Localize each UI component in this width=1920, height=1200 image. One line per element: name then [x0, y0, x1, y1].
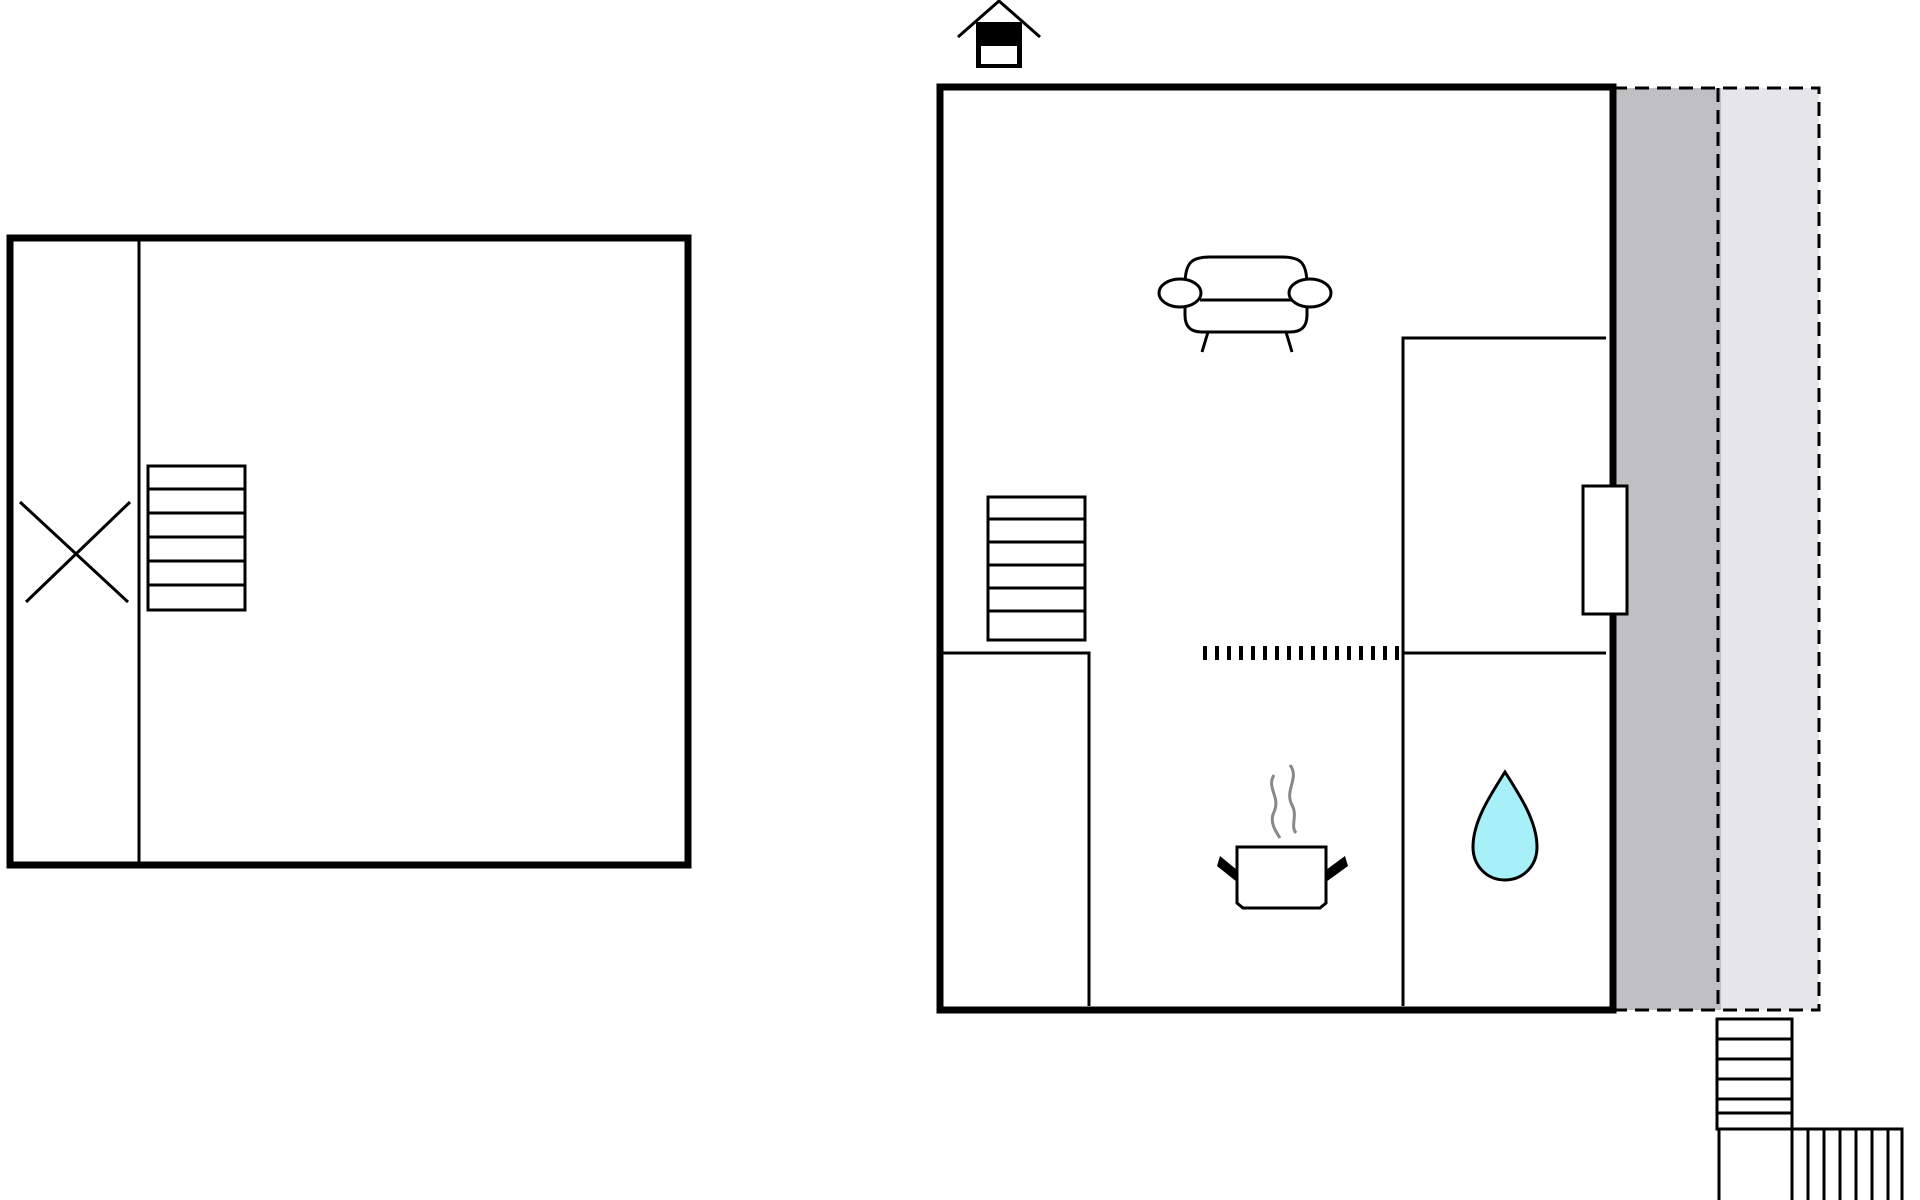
- entrance-house-icon: [957, 0, 1041, 68]
- terrace-dashed-outline: [1613, 86, 1821, 1012]
- sofa-icon: [1157, 255, 1333, 353]
- exterior-staircase-icon: [1715, 1017, 1904, 1200]
- interior-walls: [943, 336, 1606, 1006]
- water-drop-icon: [1471, 769, 1539, 882]
- upper-floor-plan: [6, 234, 692, 869]
- cooking-pot-icon: [1217, 764, 1348, 910]
- ground-floor-plan: [936, 0, 1904, 1200]
- open-terrace: [1721, 88, 1819, 1010]
- upper-staircase-icon: [146, 464, 247, 612]
- void-cross-icon: [18, 500, 132, 604]
- covered-terrace: [1613, 88, 1721, 1010]
- ground-staircase-icon: [986, 495, 1087, 642]
- upper-floor-outline: [6, 234, 692, 869]
- fireplace-icon: [1581, 484, 1629, 616]
